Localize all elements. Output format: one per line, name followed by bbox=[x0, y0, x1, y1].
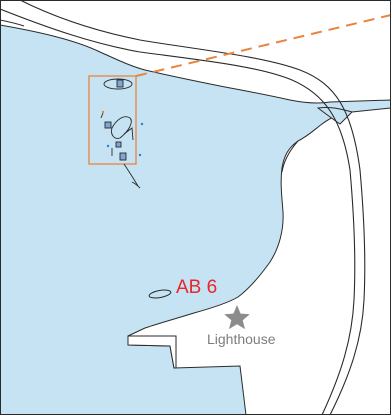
dashed-sightline bbox=[135, 14, 391, 77]
wreck-block-top bbox=[116, 79, 124, 88]
breakwater bbox=[127, 335, 177, 369]
site-label-ab6: AB 6 bbox=[176, 277, 217, 298]
wreck-dot-3 bbox=[138, 153, 142, 157]
shore-stub bbox=[0, 19, 25, 27]
wreck-fragment-4 bbox=[131, 181, 141, 189]
wreck-features bbox=[100, 78, 144, 189]
wreck-block-c bbox=[119, 152, 127, 161]
shore-line bbox=[281, 140, 299, 173]
wreck-dot-1 bbox=[140, 122, 144, 126]
wreck-dot-2 bbox=[106, 144, 110, 148]
wreck-fragment-1 bbox=[100, 112, 104, 119]
wreck-block-b bbox=[115, 141, 122, 148]
road-inner bbox=[0, 8, 356, 415]
lighthouse-label: Lighthouse bbox=[207, 331, 276, 347]
site-boundary-rect bbox=[88, 75, 137, 165]
water-body bbox=[0, 24, 391, 415]
star-icon bbox=[224, 305, 250, 330]
wreck-hull-main bbox=[111, 116, 132, 139]
river-inlet bbox=[316, 107, 353, 125]
road-outer bbox=[19, 0, 366, 415]
wreck-block-a bbox=[104, 121, 112, 129]
wreck-fragment-3 bbox=[123, 163, 139, 187]
ab6-feature bbox=[148, 289, 172, 299]
wreck-dot-4 bbox=[101, 110, 105, 114]
wreck-fragment-2 bbox=[123, 127, 134, 141]
